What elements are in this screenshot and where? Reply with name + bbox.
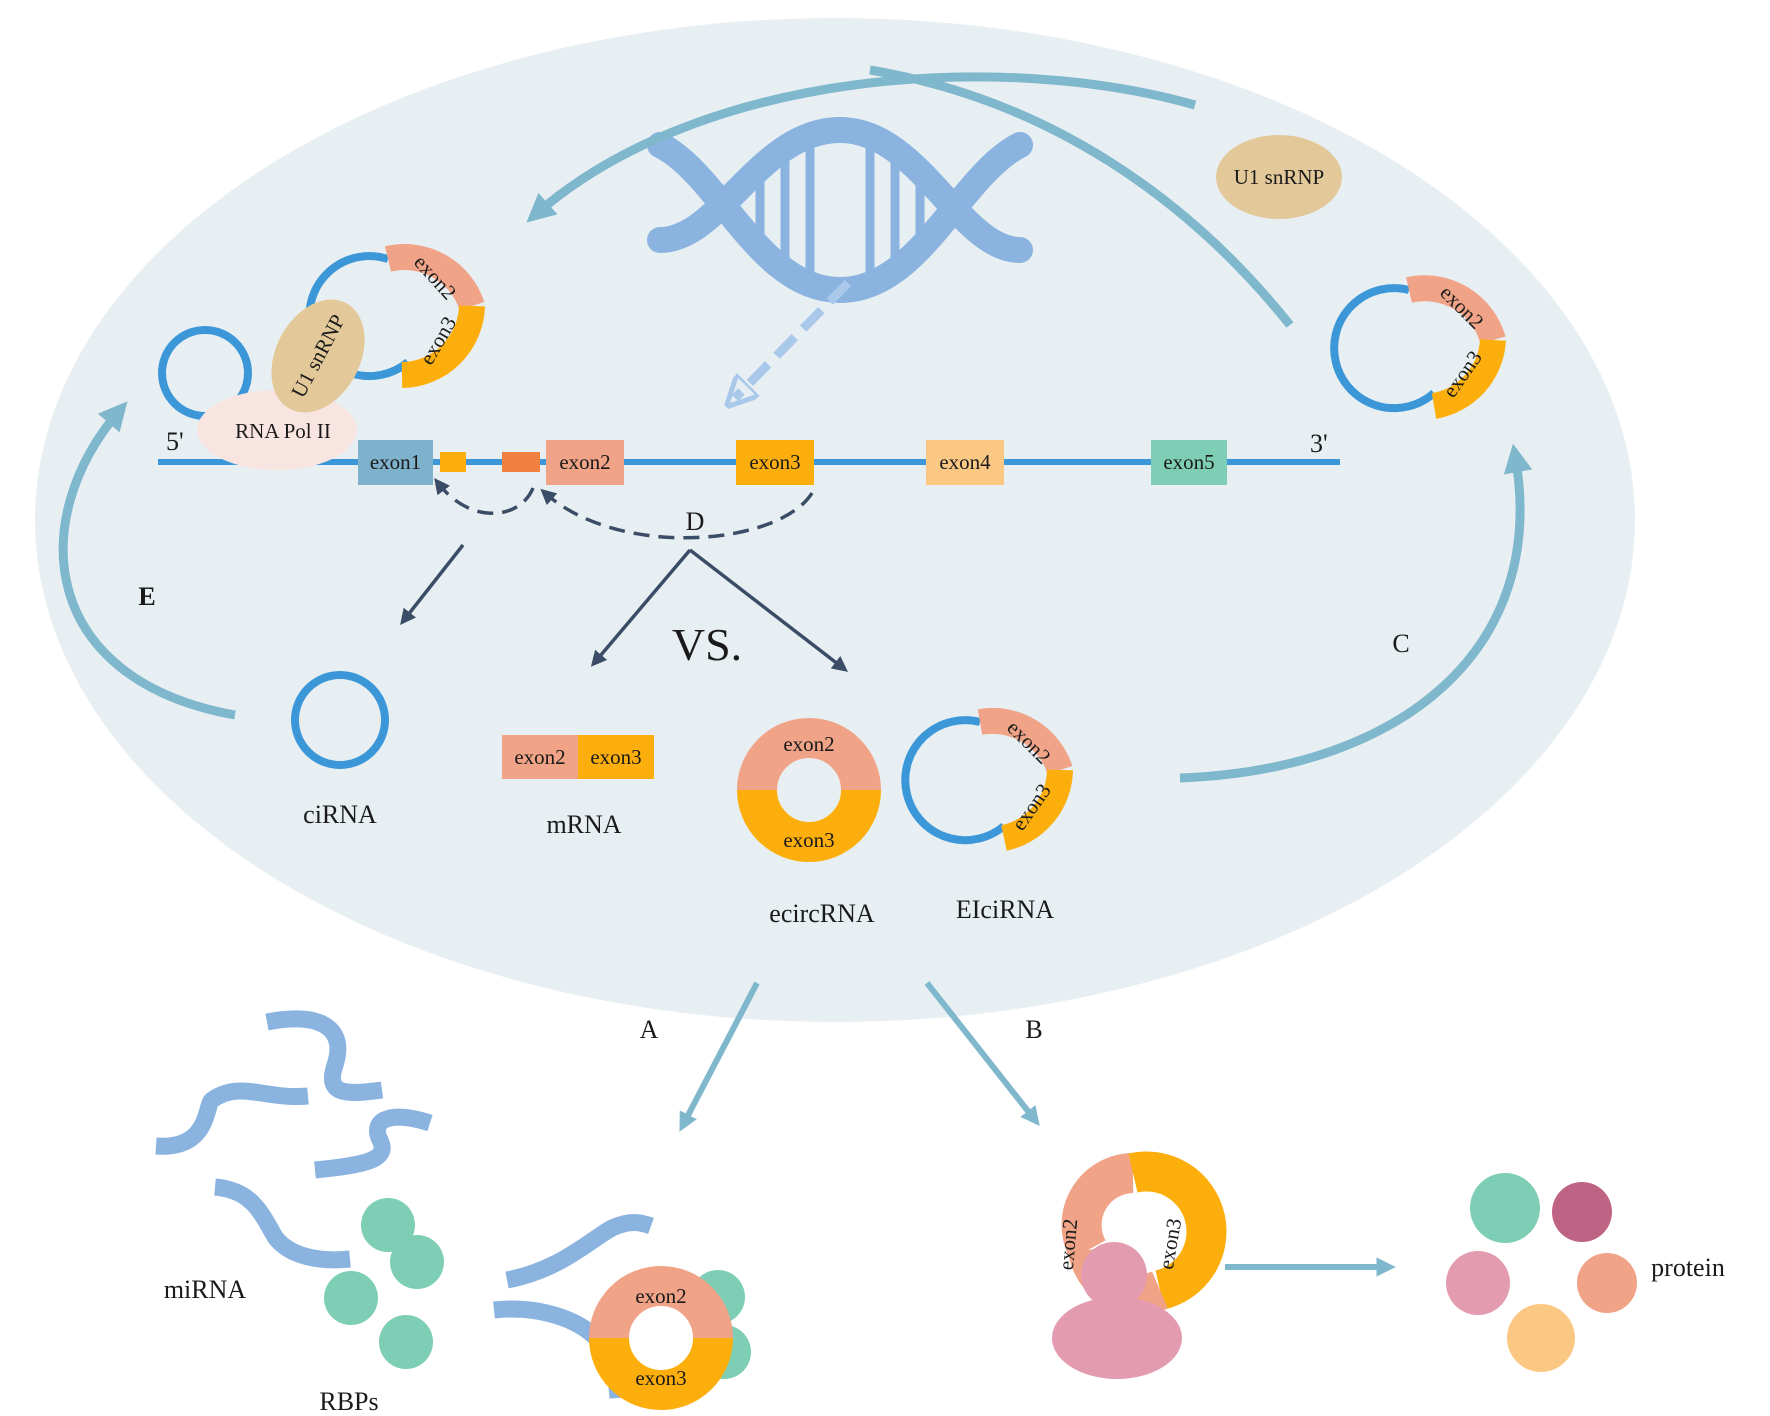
three-prime-label: 3': [1310, 429, 1328, 458]
step-e-label: E: [138, 582, 155, 611]
step-c-label: C: [1392, 629, 1409, 658]
mrna-label: mRNA: [546, 810, 621, 839]
ecircrna-sponge: exon2 exon3: [589, 1266, 733, 1410]
arrow-a: [679, 981, 760, 1132]
rna-pol-ii-label: RNA Pol II: [235, 419, 331, 443]
exon4-box: [926, 440, 1004, 485]
u1-snrnp-top: [1216, 135, 1342, 219]
exon2-box: [546, 440, 624, 485]
exon4-label: exon4: [939, 450, 991, 474]
mrna-exon3: exon3: [590, 745, 641, 769]
exon5-box: [1151, 440, 1227, 485]
mrna-product: exon2 exon3: [502, 735, 654, 779]
exon3-box: [736, 440, 814, 485]
arrow-e: [58, 401, 236, 720]
exon2-label: exon2: [559, 450, 610, 474]
ecircrna-exon3: exon3: [783, 828, 834, 852]
u1-snrnp-left: [271, 299, 365, 413]
arrow-to-ecircrna: [688, 548, 848, 672]
arrow-c-return: [526, 72, 1197, 223]
nucleus: [35, 18, 1635, 1022]
arrow-c-up: [1179, 443, 1533, 783]
exon1-box: [358, 440, 433, 485]
sponge-exon3: exon3: [635, 1366, 686, 1390]
cirna-ring: [291, 671, 389, 769]
translatable-exon2: exon2: [1054, 1218, 1082, 1271]
arrow-to-cirna: [400, 543, 465, 625]
step-d-label: D: [686, 507, 705, 536]
rbps-label: RBPs: [319, 1387, 378, 1416]
ribosome: [1052, 1242, 1182, 1379]
exon3-label: exon3: [749, 450, 800, 474]
ecircrna-product: exon2 exon3: [737, 718, 881, 862]
intron-motif-orange: [502, 452, 540, 472]
cirna-label: ciRNA: [303, 800, 377, 829]
u1-snrnp-top-label: U1 snRNP: [1234, 165, 1324, 189]
step-b-label: B: [1025, 1015, 1042, 1044]
arrow-to-mrna: [590, 548, 692, 667]
protein-label: protein: [1651, 1253, 1725, 1282]
transcription-dashed-arrow: [735, 279, 852, 398]
mirna-label: miRNA: [164, 1275, 247, 1304]
ecircrna-exon2: exon2: [783, 732, 834, 756]
backsplice-arc: [540, 488, 814, 540]
exon5-label: exon5: [1163, 450, 1214, 474]
ecircrna-label: ecircRNA: [769, 899, 875, 928]
versus-label: VS.: [672, 619, 742, 670]
arrow-c-curve: [869, 65, 1294, 328]
elcirna-label: EIciRNA: [956, 895, 1054, 924]
arrow-b: [924, 981, 1040, 1127]
mrna-exon2: exon2: [514, 745, 565, 769]
sponge-exon2: exon2: [635, 1284, 686, 1308]
step-a-label: A: [640, 1015, 659, 1044]
intron-motif-yellow: [440, 452, 466, 472]
lariat-splice-arc: [434, 477, 535, 515]
protein-dots: [1446, 1173, 1637, 1372]
exon1-label: exon1: [370, 450, 421, 474]
five-prime-label: 5': [166, 427, 184, 456]
